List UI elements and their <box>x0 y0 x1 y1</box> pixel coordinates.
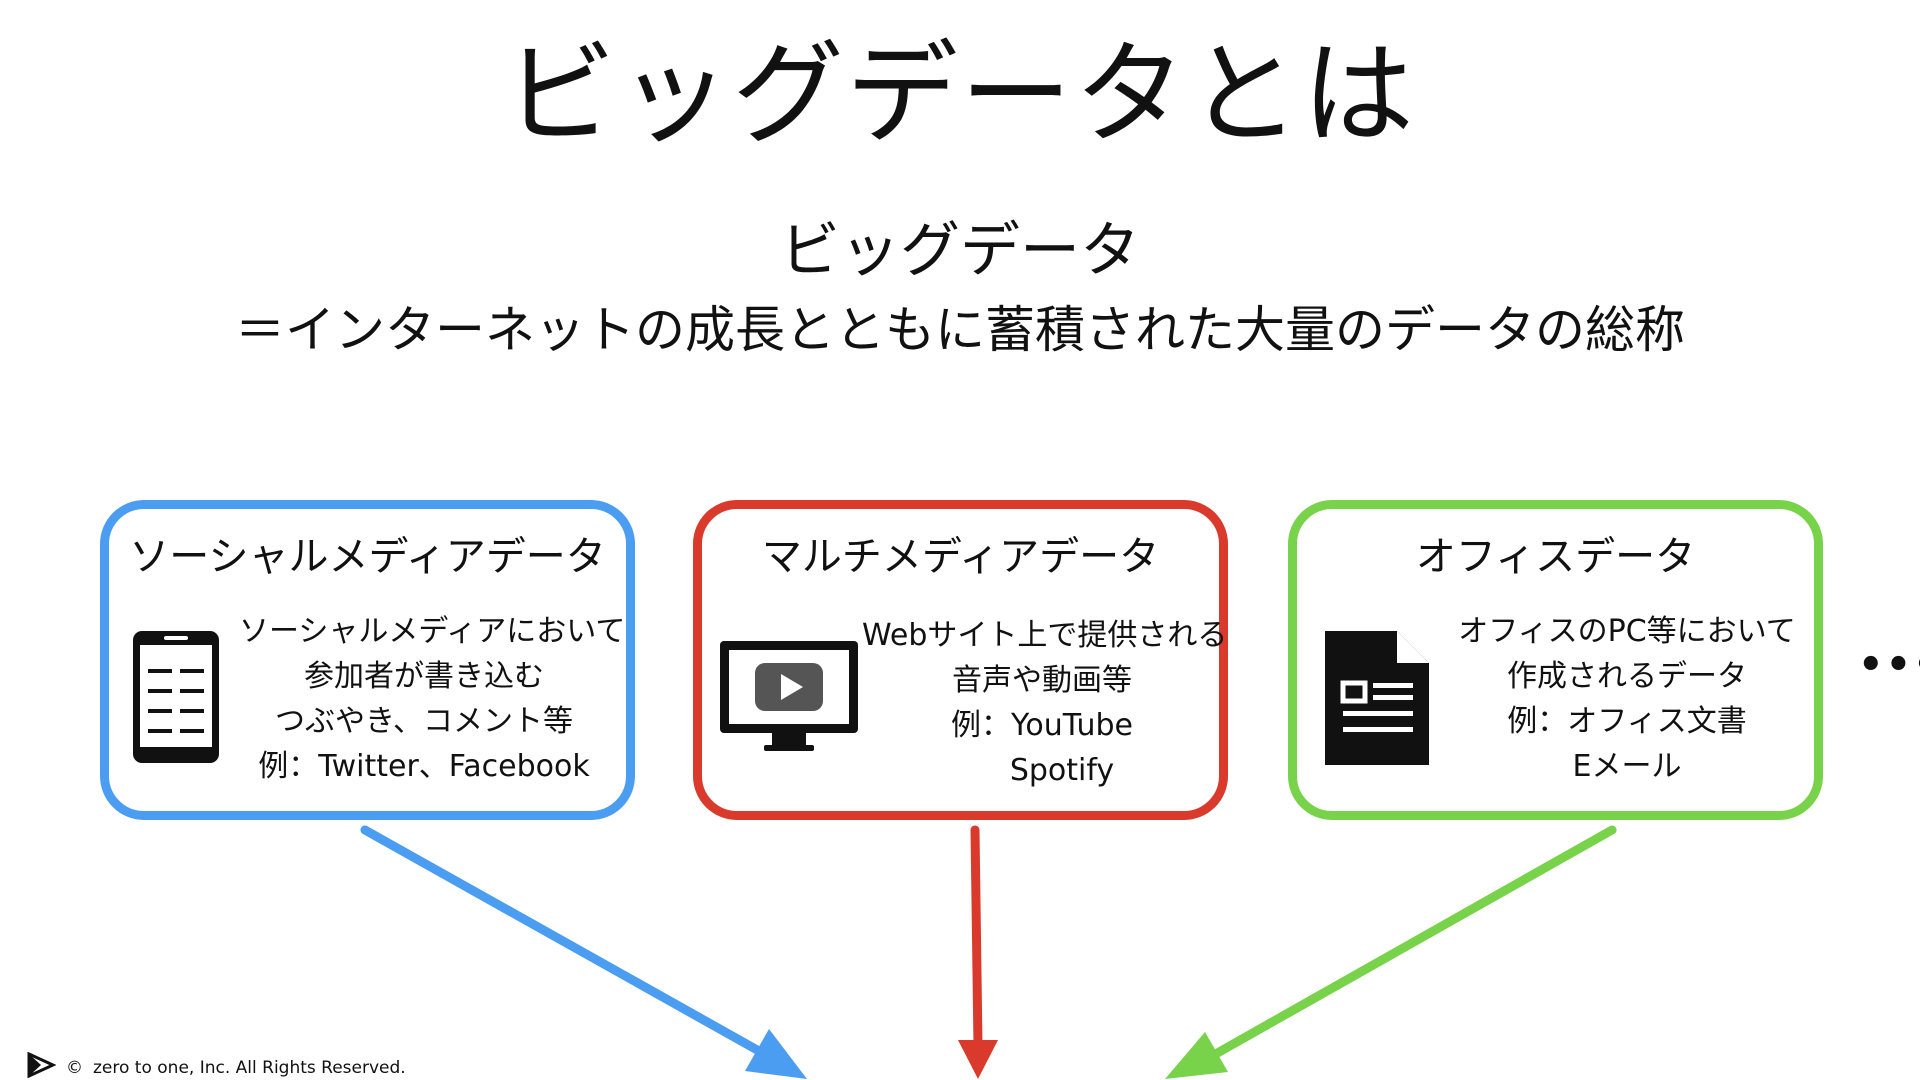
box-office: オフィスデータ オフィスのPC等において 作成されるデータ 例：オフィス文書 E… <box>1288 500 1823 820</box>
box-heading: マルチメディアデータ <box>761 534 1160 580</box>
document-icon <box>1325 631 1429 769</box>
box-heading: ソーシャルメディアデータ <box>129 534 606 580</box>
subtitle-definition: ＝インターネットの成長とともに蓄積された大量のデータの総称 <box>235 301 1685 359</box>
description-line: Webサイト上で提供される <box>862 618 1228 653</box>
arrow-social <box>360 825 807 1079</box>
description-line: つぶやき、コメント等 <box>275 704 573 739</box>
box-description: オフィスのPC等において 作成されるデータ 例：オフィス文書 Eメール <box>1447 609 1807 789</box>
tablet-icon <box>133 631 219 767</box>
description-line: ソーシャルメディアにおいて <box>239 614 626 649</box>
description-line: Eメール <box>1572 749 1682 784</box>
description-line: Spotify <box>1009 753 1115 788</box>
copyright-text: zero to one, Inc. All Rights Reserved. <box>93 1057 406 1078</box>
monitor-play-icon <box>720 641 858 757</box>
ellipsis-more: ••• <box>1858 642 1920 688</box>
play-triangle-logo-icon <box>26 1051 57 1080</box>
arrow-multimedia <box>958 825 998 1079</box>
description-line: 例：YouTube <box>951 708 1133 743</box>
footer: © zero to one, Inc. All Rights Reserved. <box>26 1051 406 1080</box>
box-heading: オフィスデータ <box>1415 534 1696 580</box>
description-line: 例：オフィス文書 <box>1507 704 1747 739</box>
description-line: 例：Twitter、Facebook <box>258 749 590 784</box>
copyright-symbol: © <box>66 1057 83 1078</box>
page-title: ビッグデータとは <box>504 30 1416 160</box>
subtitle-term: ビッグデータ <box>780 216 1140 286</box>
description-line: オフィスのPC等において <box>1458 614 1796 649</box>
arrow-office <box>1165 825 1617 1079</box>
box-social-media: ソーシャルメディアデータ ソーシャルメディアにおいて 参加者が書き込む つぶやき… <box>100 500 635 820</box>
box-multimedia: マルチメディアデータ Webサイト上で提供される 音声や動画等 例：YouTub… <box>693 500 1228 820</box>
box-description: Webサイト上で提供される 音声や動画等 例：YouTube Spotify <box>862 613 1228 793</box>
description-line: 音声や動画等 <box>952 663 1132 698</box>
description-line: 作成されるデータ <box>1507 659 1747 694</box>
description-line: 参加者が書き込む <box>304 659 544 694</box>
box-description: ソーシャルメディアにおいて 参加者が書き込む つぶやき、コメント等 例：Twit… <box>239 609 626 789</box>
